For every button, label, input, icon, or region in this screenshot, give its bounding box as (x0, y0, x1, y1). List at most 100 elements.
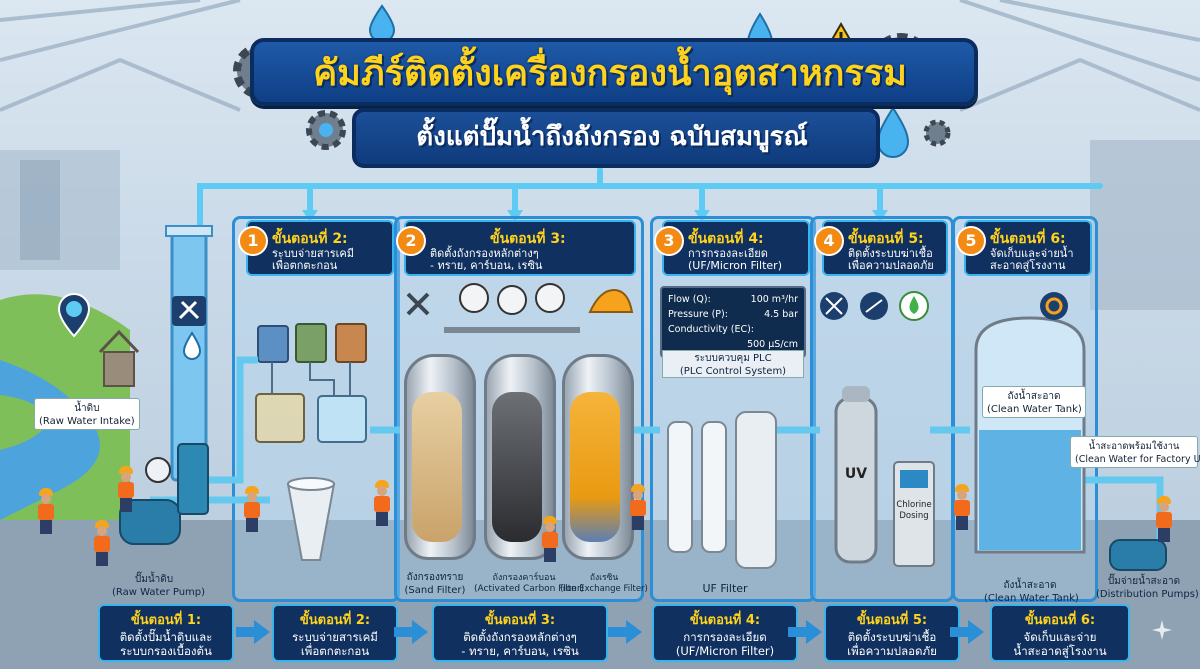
subtitle-banner (352, 108, 880, 168)
pressure-label: Pressure (P): (668, 309, 728, 320)
panel-line: จัดเก็บและจ่ายน้ำ (990, 247, 1074, 260)
step-number: 3 (654, 226, 684, 256)
plc-label-en: (PLC Control System) (679, 366, 787, 377)
flow-arrow (394, 620, 428, 644)
sand-media (412, 392, 462, 542)
sand-filter-label-en: (Sand Filter) (404, 585, 466, 596)
panel-line: เพื่อตกตะกอน (272, 259, 338, 272)
panel-line: ระบบจ่ายสารเคมี (272, 247, 355, 260)
bottom-step-line: น้ำสะอาดสู่โรงงาน (1013, 644, 1107, 658)
bottom-step-line: - ทราย, คาร์บอน, เรซิน (461, 644, 579, 658)
panel-title: ขั้นตอนที่ 3: (490, 231, 566, 247)
chlorine-text: Chlorine (896, 500, 932, 510)
location-pin-icon (57, 292, 91, 338)
carbon-filter-label-th: ถังกรองคาร์บอน (492, 573, 556, 583)
factory-use-label: น้ำสะอาดพร้อมใช้งาน (Clean Water for Fac… (1070, 436, 1200, 468)
plc-label: ระบบควบคุม PLC (PLC Control System) (662, 350, 804, 378)
panel-subtitle: ติดตั้งถังกรองหลักต่างๆ- ทราย, คาร์บอน, … (430, 248, 630, 272)
resin-media (570, 392, 620, 542)
clean-tank-label-th: ถังน้ำสะอาด (1007, 391, 1061, 402)
wrench-icon (178, 300, 200, 320)
worker-figure (92, 520, 112, 566)
distribution-pump-label-th: ปั๊มจ่ายน้ำสะอาด (1107, 576, 1181, 587)
bottom-step-line: การกรองละเอียด (683, 630, 767, 644)
raw-pump-label: ปั๊มน้ำดิบ (Raw Water Pump) (112, 572, 206, 598)
panel-subtitle: จัดเก็บและจ่ายน้ำสะอาดสู่โรงงาน (990, 248, 1086, 272)
raw-pump-label-th: ปั๊มน้ำดิบ (134, 574, 174, 585)
clean-tank-label: ถังน้ำสะอาด (Clean Water Tank) (982, 386, 1086, 418)
panel-line: ติดตั้งถังกรองหลักต่างๆ (430, 247, 539, 260)
panel-subtitle: ติดตั้งระบบฆ่าเชื้อเพื่อความปลอดภัย (848, 248, 942, 272)
worker-figure (952, 484, 972, 530)
uf-filter-label: UF Filter (702, 582, 748, 595)
worker-figure (36, 488, 56, 534)
bottom-step-line: ติดตั้งถังกรองหลักต่างๆ (463, 630, 577, 644)
worker-figure (242, 486, 262, 532)
bottom-step-title: ขั้นตอนที่ 1: (130, 613, 202, 628)
bottom-step-2: ขั้นตอนที่ 2: ระบบจ่ายสารเคมี เพื่อตกตะก… (272, 604, 398, 662)
flow-arrow (236, 620, 270, 644)
bottom-step-1: ขั้นตอนที่ 1: ติดตั้งปั๊มน้ำดิบและ ระบบก… (98, 604, 234, 662)
panel-line: ติดตั้งระบบฆ่าเชื้อ (848, 247, 933, 260)
plc-dashboard: Flow (Q): 100 m³/hr Pressure (P): 4.5 ba… (660, 286, 806, 358)
carbon-filter-label: ถังกรองคาร์บอน (Activated Carbon Filter) (474, 570, 585, 594)
bottom-step-title: ขั้นตอนที่ 2: (299, 613, 371, 628)
bottom-step-line: ติดตั้งปั๊มน้ำดิบและ (119, 630, 213, 644)
bottom-step-4: ขั้นตอนที่ 4: การกรองละเอียด (UF/Micron … (652, 604, 798, 662)
raw-intake-label-en: (Raw Water Intake) (39, 416, 135, 427)
bottom-step-line: เพื่อความปลอดภัย (847, 644, 937, 658)
panel-header: 3 ขั้นตอนที่ 4: การกรองละเอียด(UF/Micron… (654, 220, 810, 276)
flow-arrow (950, 620, 984, 644)
carbon-filter-label-en: (Activated Carbon Filter) (474, 584, 585, 594)
chemical-dosing-units (255, 323, 367, 443)
clean-tank2-label-en: (Clean Water Tank) (984, 593, 1079, 604)
panel-subtitle: ระบบจ่ายสารเคมีเพื่อตกตะกอน (272, 248, 388, 272)
resin-filter-label: ถังเรซิน (Ion Exchange Filter) (560, 570, 648, 594)
bottom-step-line: ระบบกรองเบื้องต้น (120, 644, 212, 658)
tools-badge (172, 296, 206, 326)
sand-filter-label-th: ถังกรองทราย (406, 572, 464, 583)
water-drop-icon (368, 4, 396, 42)
worker-figure (1154, 496, 1174, 542)
worker-figure (372, 480, 392, 526)
bottom-step-title: ขั้นตอนที่ 4: (689, 613, 761, 628)
panel-subtitle: การกรองละเอียด(UF/Micron Filter) (688, 248, 804, 272)
resin-filter-label-th: ถังเรซิน (589, 573, 619, 583)
page-title: คัมภีร์ติดตั้งเครื่องกรองน้ำอุตสาหกรรม (313, 53, 907, 94)
bottom-step-title: ขั้นตอนที่ 6: (1024, 613, 1096, 628)
step-number: 5 (956, 226, 986, 256)
panel-line: (UF/Micron Filter) (688, 259, 782, 272)
distribution-pump-label-en: (Distribution Pumps) (1096, 589, 1199, 600)
flow-arrow (608, 620, 642, 644)
panel-header: 5 ขั้นตอนที่ 6: จัดเก็บและจ่ายน้ำสะอาดสู… (956, 220, 1092, 276)
conductivity-value: 500 µS/cm (747, 339, 798, 350)
factory-use-label-en: (Clean Water for Factory Use) (1075, 454, 1200, 465)
clean-tank2-label-th: ถังน้ำสะอาด (1003, 580, 1057, 591)
panel-title: ขั้นตอนที่ 5: (848, 231, 924, 247)
bottom-step-line: ระบบจ่ายสารเคมี (292, 630, 378, 644)
panel-line: สะอาดสู่โรงงาน (990, 259, 1066, 272)
sand-filter-label: ถังกรองทราย (Sand Filter) (400, 570, 470, 596)
panel-line: เพื่อความปลอดภัย (848, 259, 934, 272)
carbon-media (492, 392, 542, 542)
raw-pump-label-en: (Raw Water Pump) (112, 587, 206, 598)
step-number: 1 (238, 226, 268, 256)
chlorine-dosing-label: Chlorine Dosing (892, 500, 936, 522)
flow-label: Flow (Q): (668, 294, 711, 305)
clean-tank2-label: ถังน้ำสะอาด (Clean Water Tank) (984, 578, 1079, 604)
panel-line: - ทราย, คาร์บอน, เรซิน (430, 259, 543, 272)
bottom-step-5: ขั้นตอนที่ 5: ติดตั้งระบบฆ่าเชื้อ เพื่อค… (824, 604, 960, 662)
bottom-step-title: ขั้นตอนที่ 3: (484, 613, 556, 628)
panel-header: 4 ขั้นตอนที่ 5: ติดตั้งระบบฆ่าเชื้อเพื่อ… (814, 220, 948, 276)
conductivity-label: Conductivity (EC): (668, 324, 754, 335)
panel-header: 2 ขั้นตอนที่ 3: ติดตั้งถังกรองหลักต่างๆ-… (396, 220, 636, 276)
bottom-step-line: ติดตั้งระบบฆ่าเชื้อ (847, 630, 937, 644)
sparkle-icon (1152, 620, 1172, 640)
gear-icon (923, 119, 951, 147)
dosing-text: Dosing (899, 511, 929, 521)
step-number: 4 (814, 226, 844, 256)
bottom-step-line: เพื่อตกตะกอน (300, 644, 370, 658)
water-drop-icon (182, 331, 202, 360)
page-subtitle: ตั้งแต่ปั๊มน้ำถึงถังกรอง ฉบับสมบูรณ์ (416, 122, 808, 152)
